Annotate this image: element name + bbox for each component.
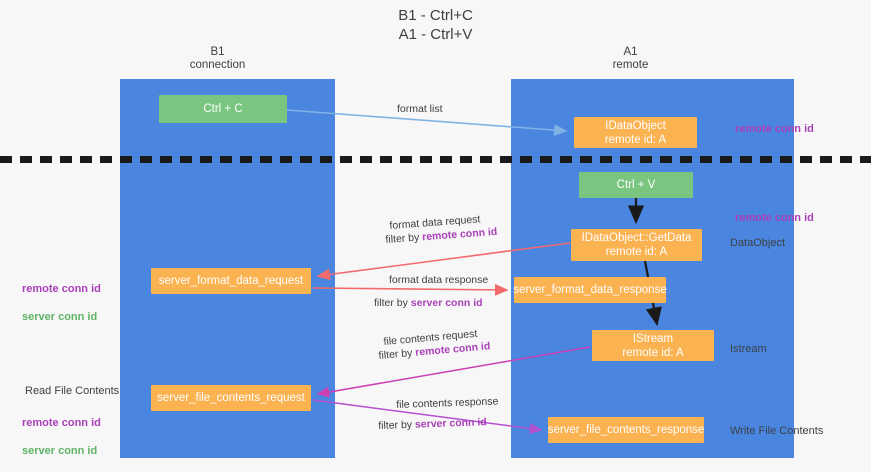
label-remote-conn-id-left-bottom: remote conn id bbox=[22, 417, 101, 429]
node-server-format-data-request[interactable]: server_format_data_request bbox=[151, 268, 311, 294]
node-server-format-data-response[interactable]: server_format_data_response bbox=[513, 277, 667, 303]
filter-prefix: filter by bbox=[374, 297, 411, 309]
label-data-object: DataObject bbox=[730, 237, 786, 249]
node-server-file-contents-response[interactable]: server_file_contents_response bbox=[548, 417, 704, 443]
connector-file-contents-response bbox=[312, 399, 543, 435]
node-idataobject[interactable]: IDataObject remote id: A bbox=[574, 117, 697, 148]
node-ctrl-v[interactable]: Ctrl + V bbox=[579, 172, 693, 198]
connector-format-data-request bbox=[316, 242, 571, 281]
node-idataobject-getdata[interactable]: IDataObject::GetData remote id: A bbox=[571, 229, 702, 261]
lane-header-a1: A1 remote bbox=[612, 46, 649, 71]
arrow-label-format-data-response-filter: filter by server conn id bbox=[374, 296, 483, 310]
node-istream[interactable]: IStream remote id: A bbox=[592, 330, 714, 361]
label-server-conn-id-left-mid: server conn id bbox=[22, 311, 98, 323]
node-ctrl-c[interactable]: Ctrl + C bbox=[159, 95, 287, 123]
label-remote-conn-id-top: remote conn id bbox=[735, 123, 814, 135]
label-istream: Istream bbox=[730, 343, 767, 355]
arrow-label-format-list: format list bbox=[397, 103, 443, 115]
label-conn-ids-bottom: remote conn id server conn id bbox=[22, 402, 101, 472]
label-read-file-contents: Read File Contents bbox=[25, 385, 120, 397]
lane-header-b1: B1 connection bbox=[189, 46, 246, 71]
label-remote-conn-id-mid: remote conn id bbox=[735, 212, 814, 224]
page-title: B1 - Ctrl+C A1 - Ctrl+V bbox=[398, 7, 473, 43]
label-remote-conn-id-left-mid: remote conn id bbox=[22, 283, 101, 295]
section-divider bbox=[0, 156, 871, 163]
filter-prefix: filter by bbox=[378, 418, 416, 432]
connector-file-contents-request bbox=[316, 346, 591, 398]
filter-key: server conn id bbox=[414, 416, 487, 431]
label-write-file-contents: Write File Contents bbox=[730, 425, 824, 437]
connector-format-data-response bbox=[312, 283, 509, 296]
filter-prefix: filter by bbox=[385, 231, 423, 246]
node-server-file-contents-request[interactable]: server_file_contents_request bbox=[151, 385, 311, 411]
label-conn-ids-mid: remote conn id server conn id bbox=[22, 268, 101, 338]
filter-key: server conn id bbox=[410, 297, 483, 309]
connector-format-list bbox=[286, 109, 568, 137]
filter-prefix: filter by bbox=[378, 346, 416, 362]
label-server-conn-id-left-bottom: server conn id bbox=[22, 445, 98, 457]
arrow-label-format-data-response: format data response bbox=[389, 274, 489, 286]
